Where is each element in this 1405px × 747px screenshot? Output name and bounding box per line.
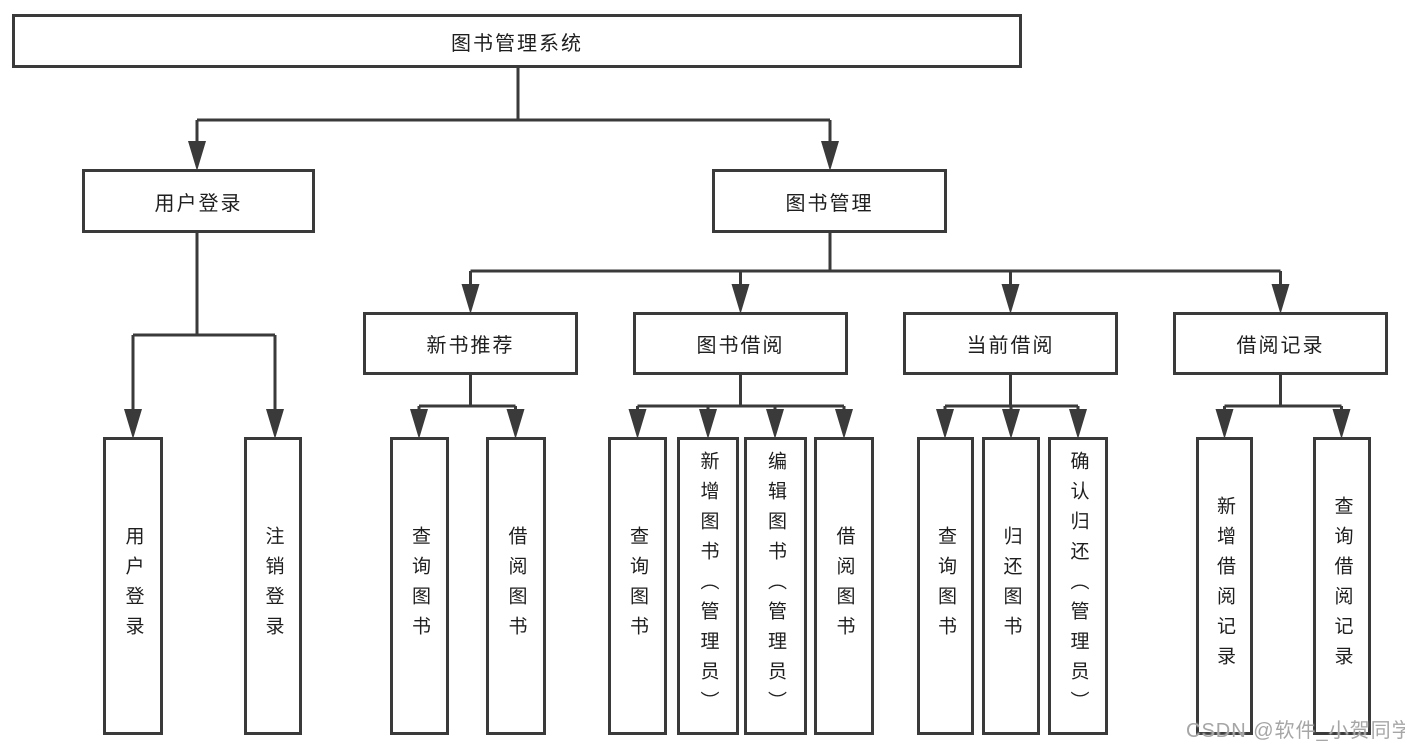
node-book-borrowing: 图书借阅 xyxy=(633,312,848,375)
leaf-recommend-query-books: 查询图书 xyxy=(390,437,449,735)
node-root: 图书管理系统 xyxy=(12,14,1022,68)
leaf-user-login: 用户登录 xyxy=(103,437,163,735)
leaf-borrow-borrow-books: 借阅图书 xyxy=(814,437,874,735)
leaf-current-return-books: 归还图书 xyxy=(982,437,1040,735)
node-current-borrowing: 当前借阅 xyxy=(903,312,1118,375)
node-borrowing-records: 借阅记录 xyxy=(1173,312,1388,375)
leaf-borrow-add-books-admin: 新增图书（管理员） xyxy=(677,437,739,735)
leaf-borrow-query-books: 查询图书 xyxy=(608,437,667,735)
arrowheads xyxy=(124,141,1351,439)
node-user-login: 用户登录 xyxy=(82,169,315,233)
leaf-borrow-edit-books-admin: 编辑图书（管理员） xyxy=(744,437,807,735)
node-new-book-recommendation: 新书推荐 xyxy=(363,312,578,375)
leaf-logout: 注销登录 xyxy=(244,437,302,735)
node-book-management: 图书管理 xyxy=(712,169,947,233)
watermark: CSDN @软件_小贺同学 xyxy=(1186,720,1405,742)
leaf-current-confirm-return-admin: 确认归还（管理员） xyxy=(1048,437,1108,735)
leaf-recommend-borrow-books: 借阅图书 xyxy=(486,437,546,735)
leaf-current-query-books: 查询图书 xyxy=(917,437,974,735)
leaf-records-add-borrow-record: 新增借阅记录 xyxy=(1196,437,1253,735)
leaf-records-query-borrow-record: 查询借阅记录 xyxy=(1313,437,1371,735)
